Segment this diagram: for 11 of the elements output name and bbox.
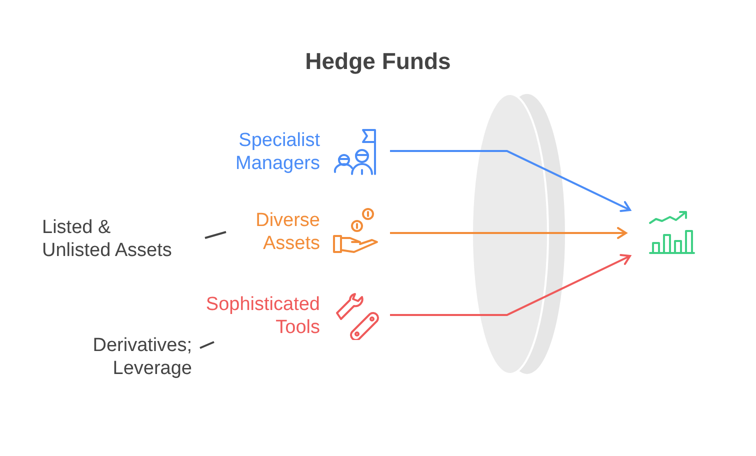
- category-label: Diverse Assets: [254, 209, 320, 255]
- connector-line: [204, 231, 226, 239]
- arrow: [390, 150, 631, 212]
- arrow: [390, 227, 627, 239]
- diagram-title: Hedge Funds: [304, 48, 452, 75]
- category-label: Specialist Managers: [234, 129, 320, 175]
- note-text: Listed & Unlisted Assets: [42, 216, 173, 262]
- connector-line: [200, 341, 214, 349]
- category-label: Sophisticated Tools: [204, 293, 320, 339]
- arrow: [390, 254, 631, 316]
- note-text: Derivatives; Leverage: [92, 334, 192, 380]
